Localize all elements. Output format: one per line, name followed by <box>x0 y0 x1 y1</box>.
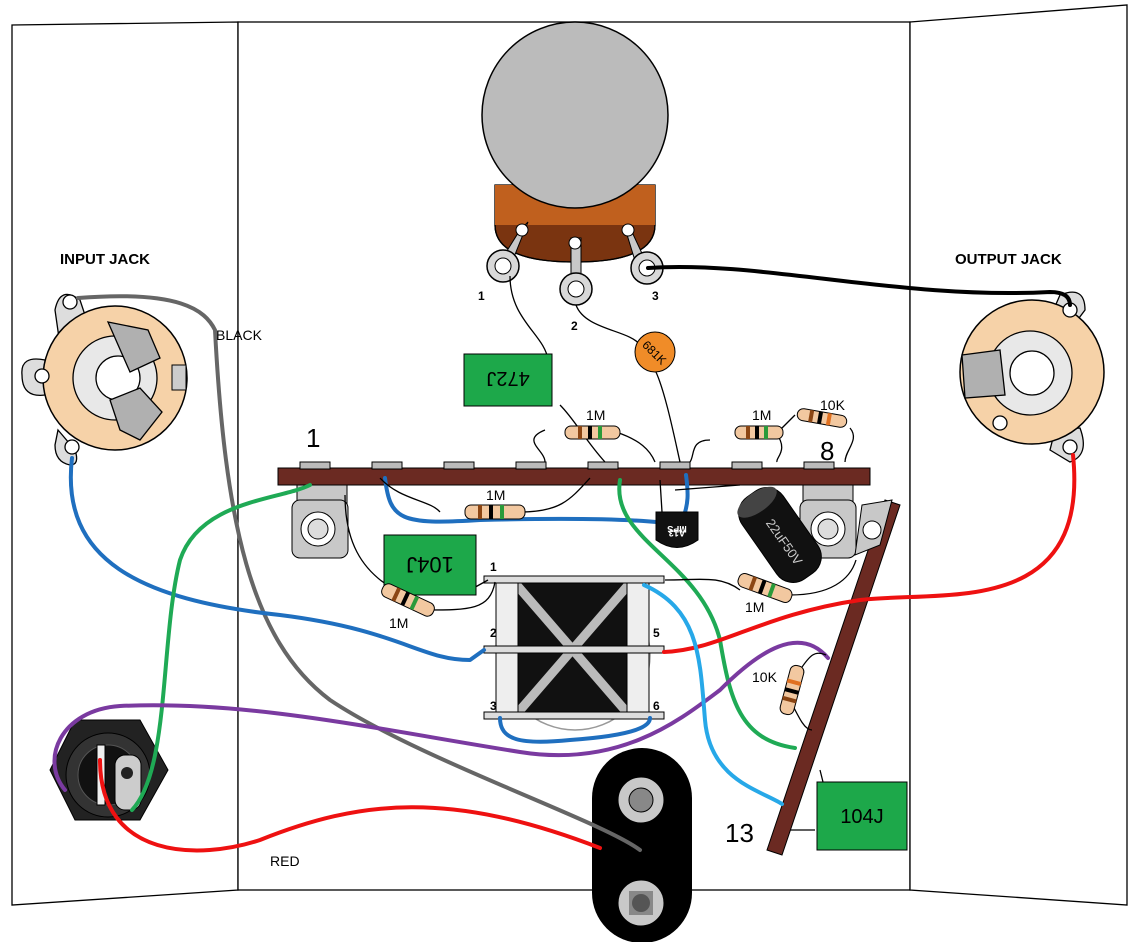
cap-104j-lower-label: 104J <box>840 806 883 828</box>
switch-pin-5: 5 <box>653 626 660 640</box>
dc-jack[interactable] <box>49 719 169 821</box>
cap-104j-upper: 104J <box>383 534 477 596</box>
transistor-line1: MPS <box>667 524 687 534</box>
res-10k-a-label: 10K <box>820 397 846 413</box>
input-jack-label: INPUT JACK <box>60 251 150 268</box>
resistor-1m-b <box>734 425 784 440</box>
red-wire-label: RED <box>270 853 300 869</box>
purple-wire[interactable] <box>52 640 830 792</box>
switch-pin-2: 2 <box>490 626 497 640</box>
red-wire-out[interactable] <box>662 453 1077 654</box>
cap-472j: 472J <box>463 353 553 407</box>
cap-104j-upper-label: 104J <box>406 552 454 577</box>
pot-lug-1-label: 1 <box>478 289 485 303</box>
cap-472j-label: 472J <box>486 367 529 389</box>
blue-wire-input[interactable] <box>68 456 486 662</box>
switch-pin-1: 1 <box>490 560 497 574</box>
battery-snap[interactable] <box>592 748 692 943</box>
blue-wire-strip[interactable] <box>383 473 690 527</box>
blue-wire-switch[interactable] <box>498 716 652 744</box>
red-wire-dc[interactable] <box>98 758 602 853</box>
potentiometer: 1 2 3 <box>478 21 669 333</box>
resistor-1m-d <box>381 583 435 617</box>
resistor-1m-c <box>464 504 526 520</box>
black-wire-label: BLACK <box>216 327 263 343</box>
resistor-1m-a <box>564 425 621 440</box>
resistor-10k-a <box>796 408 848 428</box>
output-jack-label: OUTPUT JACK <box>955 251 1062 268</box>
resistor-10k-b <box>779 664 805 716</box>
res-1m-d-label: 1M <box>389 615 408 631</box>
transistor-line2: A13 <box>669 528 686 538</box>
side-strip-label: 13 <box>725 818 754 848</box>
enclosure-right-wall <box>909 4 1128 906</box>
pot-lug-2-label: 2 <box>571 319 578 333</box>
res-1m-b-label: 1M <box>752 407 771 423</box>
black-wire[interactable] <box>646 264 1072 307</box>
res-1m-c-label: 1M <box>486 487 505 503</box>
footswitch[interactable] <box>483 575 665 731</box>
output-jack[interactable] <box>959 291 1105 463</box>
cap-104j-lower: 104J <box>816 781 908 851</box>
transistor: MPS A13 <box>655 511 699 548</box>
electrolytic-cap: 22uF50V <box>737 486 822 583</box>
res-1m-a-label: 1M <box>586 407 605 423</box>
switch-pin-6: 6 <box>653 699 660 713</box>
wires <box>52 264 1077 853</box>
pot-lug-3-label: 3 <box>652 289 659 303</box>
input-jack[interactable] <box>21 293 188 466</box>
cap-681k: 681K <box>634 331 676 373</box>
strip-first-label: 1 <box>306 423 320 453</box>
strip-last-label: 8 <box>820 436 834 466</box>
res-1m-e-label: 1M <box>745 599 764 615</box>
potentiometer-knob[interactable] <box>481 21 669 209</box>
res-10k-b-label: 10K <box>752 669 778 685</box>
resistor-1m-e <box>737 573 793 603</box>
cyan-wire[interactable] <box>642 583 784 806</box>
switch-pin-3: 3 <box>490 699 497 713</box>
terminal-strip-side <box>766 499 901 856</box>
green-wire-side[interactable] <box>617 478 797 750</box>
green-wire-dc[interactable] <box>130 483 312 812</box>
